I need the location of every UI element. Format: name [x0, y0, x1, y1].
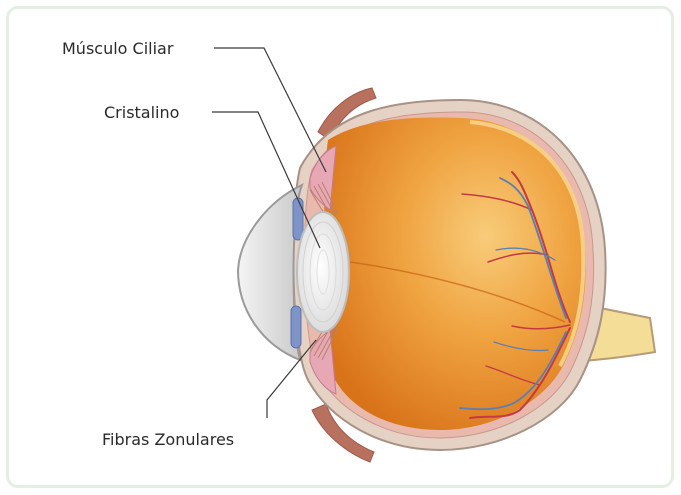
- vitreous-body: [324, 118, 586, 430]
- iris-upper: [293, 198, 303, 240]
- iris-lower: [291, 306, 301, 348]
- label-zonular-fibers: Fibras Zonulares: [102, 430, 234, 449]
- label-ciliary-muscle: Músculo Ciliar: [62, 39, 174, 58]
- label-lens: Cristalino: [104, 103, 179, 122]
- lens: [297, 212, 349, 332]
